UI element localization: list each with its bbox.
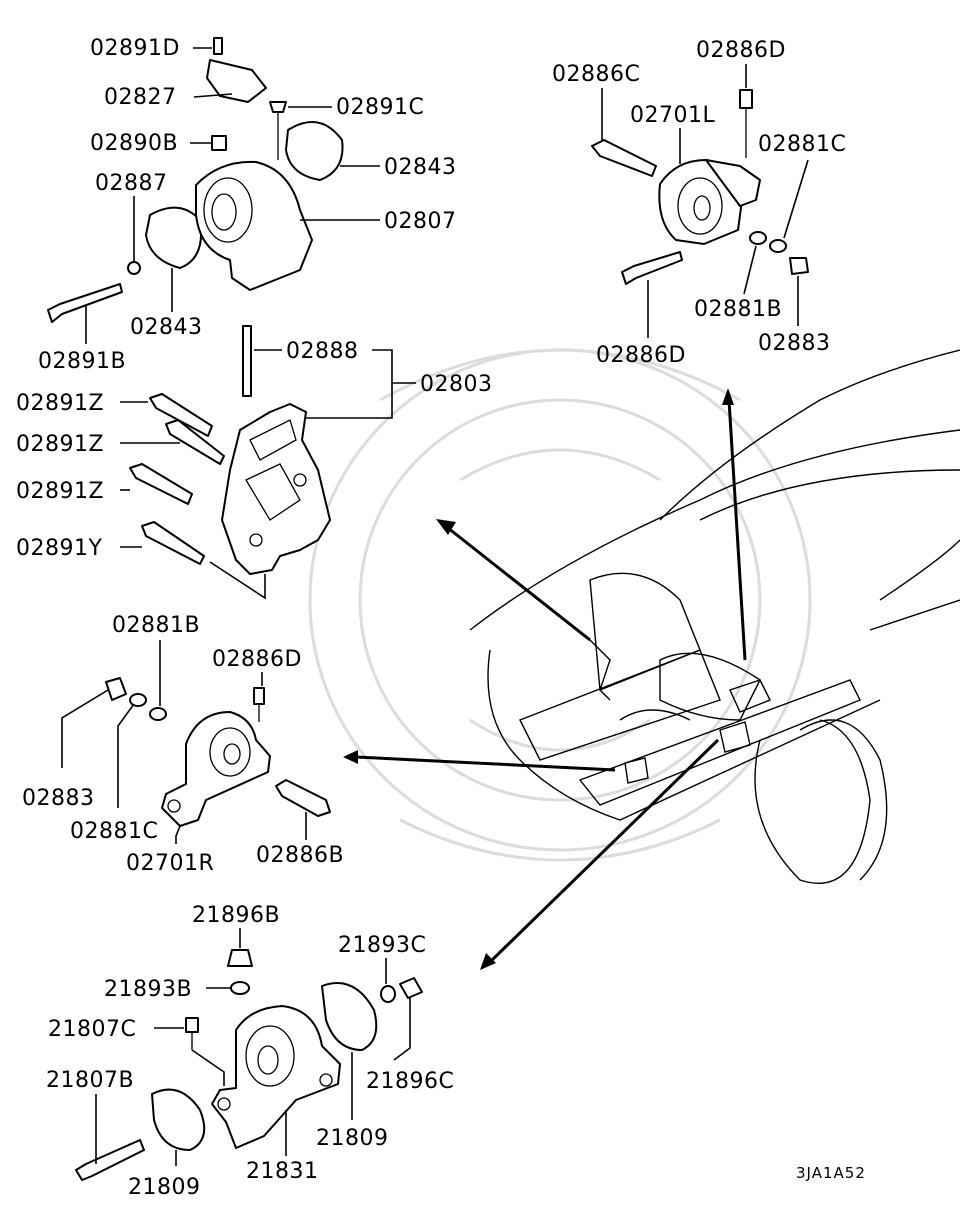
mount-assembly-02701L: 02886D 02886C 02701L 02881C 02881B 02883…	[552, 38, 846, 368]
callout-02701L: 02701L	[630, 103, 715, 128]
callout-02891C: 02891C	[336, 95, 424, 120]
callout-02886D-top: 02886D	[696, 38, 786, 63]
mount-assembly-02701R: 02881B 02886D 02883 02881C 02701R 02886B	[22, 613, 344, 876]
callout-02891Z-2: 02891Z	[16, 432, 104, 457]
callout-02881B-mid: 02881B	[112, 613, 200, 638]
callout-02843-top: 02843	[384, 155, 457, 180]
callout-21807C: 21807C	[48, 1017, 136, 1042]
callout-02891Z-3: 02891Z	[16, 479, 104, 504]
callout-02888: 02888	[286, 339, 359, 364]
callout-02886D-low: 02886D	[212, 647, 302, 672]
callout-02881C-top: 02881C	[758, 132, 846, 157]
callout-02883-mid: 02883	[22, 786, 95, 811]
callout-21809-left: 21809	[128, 1175, 201, 1200]
diagram-code: 3JA1A52	[796, 1164, 866, 1182]
callout-02701R: 02701R	[126, 851, 214, 876]
callout-02887: 02887	[95, 171, 168, 196]
callout-02891Y: 02891Y	[16, 536, 102, 561]
callout-02803: 02803	[420, 372, 493, 397]
callout-21896C: 21896C	[366, 1069, 454, 1094]
callout-21809-right: 21809	[316, 1126, 389, 1151]
callout-02890B: 02890B	[90, 131, 178, 156]
callout-02886B: 02886B	[256, 843, 344, 868]
callout-arrows	[343, 388, 747, 970]
callout-21831: 21831	[246, 1159, 319, 1184]
mount-assembly-21831: 21896B 21893C 21893B 21807C 21896C 21807…	[46, 903, 454, 1200]
callout-21807B: 21807B	[46, 1068, 134, 1093]
callout-02843-bottom: 02843	[130, 315, 203, 340]
callout-02886D-mid: 02886D	[596, 343, 686, 368]
bracket-assembly-02803: 02888 02803 02891Z 02891Z 02891Z 02891Y	[16, 325, 493, 600]
callout-02891D: 02891D	[90, 36, 180, 61]
callout-02891Z-1: 02891Z	[16, 391, 104, 416]
vehicle-outline	[469, 349, 960, 885]
mount-assembly-02807: 02891D 02827 02891C 02890B 02843 02887 0…	[38, 36, 457, 374]
callout-02881C-mid: 02881C	[70, 819, 158, 844]
callout-02881B-top: 02881B	[694, 297, 782, 322]
callout-21896B: 21896B	[192, 903, 280, 928]
callout-02827: 02827	[104, 85, 177, 110]
callout-02883-top: 02883	[758, 331, 831, 356]
callout-21893C: 21893C	[338, 933, 426, 958]
callout-02891B: 02891B	[38, 349, 126, 374]
callout-02807: 02807	[384, 209, 457, 234]
callout-02886C: 02886C	[552, 62, 640, 87]
callout-21893B: 21893B	[104, 977, 192, 1002]
watermark-emblem	[308, 348, 812, 862]
